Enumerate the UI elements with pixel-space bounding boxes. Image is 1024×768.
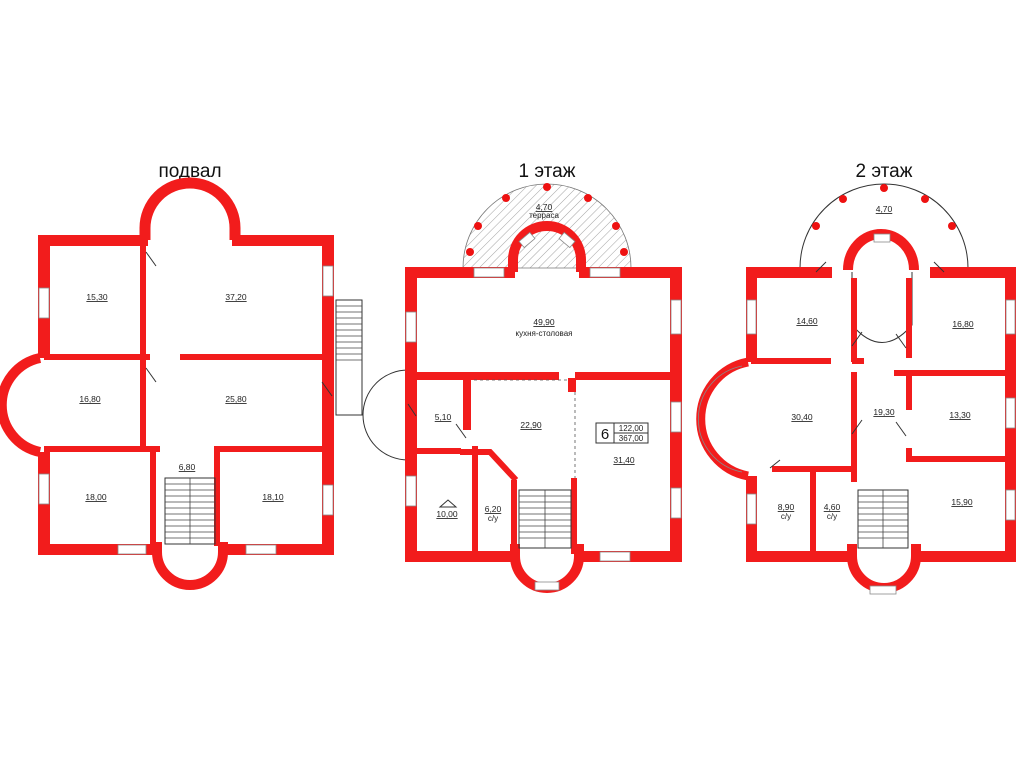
room-area-f3: 5,10	[435, 412, 452, 422]
basement-bottom-apse	[152, 542, 228, 590]
floor1-top-apse	[508, 221, 586, 272]
room-area-f1: 4,70	[536, 202, 553, 212]
floor-title-1: 1 этаж	[519, 161, 576, 182]
room-area-s8: 4,60	[824, 502, 841, 512]
floor1-left-bay	[362, 369, 409, 461]
room-area-s7: 8,90	[778, 502, 795, 512]
floor1-diagonal-wall	[460, 449, 519, 483]
basement-top-apse	[139, 177, 241, 240]
room-area-s9: 15,90	[951, 497, 973, 507]
floor1-plan: 1 этаж	[362, 161, 682, 593]
room-area-s5: 19,30	[873, 407, 895, 417]
floor2-stair	[857, 489, 909, 549]
room-label-f2: кухня-столовая	[516, 329, 573, 338]
room-area-f6: 10,00	[436, 509, 458, 519]
room-label-s8: с/у	[827, 512, 837, 521]
floor2-bottom-apse	[847, 544, 921, 593]
badge-number: 6	[601, 426, 609, 443]
room-area-b6: 18,00	[85, 492, 107, 502]
badge-top-value: 122,00	[619, 424, 644, 433]
room-area-b1: 15,30	[86, 292, 108, 302]
room-area-s3: 16,80	[952, 319, 974, 329]
room-area-b7: 18,10	[262, 492, 284, 502]
basement-doors	[145, 251, 333, 397]
balcony-columns	[812, 184, 956, 230]
floor-title-2: 2 этаж	[856, 161, 913, 182]
room-label-f7: с/у	[488, 514, 498, 523]
terrace-columns	[466, 183, 628, 256]
room-area-b2: 37,20	[225, 292, 247, 302]
floor2-left-bay	[696, 357, 749, 481]
room-area-b5: 6,80	[179, 462, 196, 472]
room-label-s7: с/у	[781, 512, 791, 521]
room-area-b3: 16,80	[79, 394, 101, 404]
basement-external-stair	[335, 299, 363, 416]
floor2-oval-hall	[851, 272, 913, 343]
room-area-s4: 30,40	[791, 412, 813, 422]
basement-plan: подвал	[0, 161, 363, 590]
room-area-s2: 14,60	[796, 316, 818, 326]
floor2-windows	[746, 299, 1016, 595]
room-area-s6: 13,30	[949, 410, 971, 420]
basement-stair	[164, 477, 216, 545]
floor2-doors	[769, 261, 945, 469]
floor1-area-badge: 6 122,00 367,00	[595, 422, 649, 444]
floor1-dashed-lines	[474, 379, 576, 478]
floor1-windows	[405, 267, 682, 562]
room-area-s1: 4,70	[876, 204, 893, 214]
basement-windows	[38, 265, 334, 555]
room-area-b4: 25,80	[225, 394, 247, 404]
basement-left-apse	[0, 353, 42, 457]
room-area-f7: 6,20	[485, 504, 502, 514]
room-area-f5: 31,40	[613, 455, 635, 465]
floor1-stair	[518, 489, 572, 549]
floor2-plan: 2 этаж	[696, 161, 1016, 595]
room-label-f1: терраса	[529, 211, 559, 220]
room-area-f2: 49,90	[533, 317, 555, 327]
badge-bottom-value: 367,00	[619, 434, 644, 443]
balcony-arc	[799, 183, 969, 269]
floor1-bottom-apse	[510, 544, 584, 593]
hanger-icon	[438, 499, 458, 508]
floor1-doors	[407, 403, 467, 439]
floor-title-basement: подвал	[158, 161, 221, 182]
room-area-f4: 22,90	[520, 420, 542, 430]
